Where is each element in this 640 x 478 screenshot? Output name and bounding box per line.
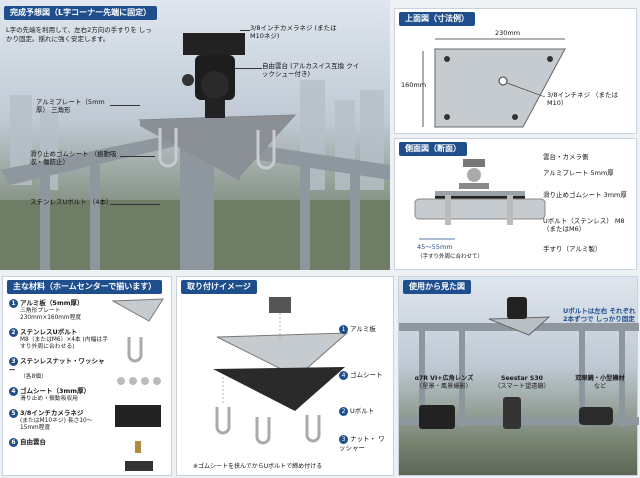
usage-examples: α7R VI+広角レンズ（星景・風景撮影）Seestar S30（スマート望遠鏡… <box>407 375 637 391</box>
material-name: アルミ板（5mm厚） <box>20 299 84 307</box>
material-number: 6 <box>9 438 18 447</box>
label-head: 自由雲台 (アルカスイス互換 クイックシュー付き) <box>262 62 360 78</box>
usage-note: Uボルトは左右 それぞれ2本ずつで しっかり固定 <box>563 307 636 323</box>
material-name: ステンレスナット・ワッシャー <box>9 357 105 374</box>
material-detail: M8（またはM6）×4本 (内幅は手すり外周に合わせる) <box>20 337 108 350</box>
side-label-rail: 手すり（アルミ製） <box>543 245 602 253</box>
side-label-ubolt: Uボルト（ステンレス） M8（またはM6） <box>543 217 625 233</box>
usage-example: Seestar S30（スマート望遠鏡） <box>485 375 559 391</box>
usage-example-name: α7R VI+広角レンズ <box>414 375 474 382</box>
materials-title: 主な材料（ホームセンターで揃います） <box>7 280 163 294</box>
material-detail: （各8個） <box>20 374 47 380</box>
material-number: 5 <box>9 409 18 418</box>
material-name: 自由雲台 <box>20 438 46 446</box>
usage-example-name: 双眼鏡・小型機材 <box>575 375 625 382</box>
leader-plate <box>110 105 140 106</box>
top-view-diagram <box>422 38 566 128</box>
usage-title: 使用から見た図 <box>403 280 471 294</box>
material-number: 3 <box>9 357 18 366</box>
usage-illustration <box>399 297 639 429</box>
material-name: ゴムシート（3mm厚） <box>20 387 91 395</box>
side-label-camera: 雲台・カメラ側 <box>543 153 589 161</box>
usage-example: 双眼鏡・小型機材など <box>563 375 637 391</box>
leader-bolt <box>110 204 160 205</box>
assembly-title: 取り付けイメージ <box>181 280 257 294</box>
assembly-diagram <box>213 297 349 445</box>
main-title: 完成予想図（L字コーナー先端に固定） <box>4 6 158 20</box>
usage-example-detail: など <box>593 383 607 390</box>
material-detail: 滑り止め・振動吸収用 <box>20 396 78 402</box>
label-rubber: 滑り止めゴムシート （振動吸収・傷防止） <box>30 150 117 166</box>
leader-screw <box>240 30 250 31</box>
side-view-title: 側面図（断面） <box>399 142 467 156</box>
city-background <box>0 33 390 270</box>
top-width-dim: 230mm <box>495 29 521 37</box>
material-detail: (またはM10ネジ) 長さ10～15mm程度 <box>20 418 93 431</box>
label-plate: アルミプレート（5mm厚） 三角形 <box>36 98 105 114</box>
material-number: 4 <box>9 387 18 396</box>
leader-head <box>235 68 262 69</box>
side-label-plate: アルミプレート 5mm厚 <box>543 169 614 177</box>
usage-panel: 使用から見た図 Uボルトは左右 それぞれ2本ずつで しっかり固定 α7R VI+… <box>398 276 639 476</box>
top-view-title: 上面図（寸法例） <box>399 12 475 26</box>
side-view-diagram <box>414 159 546 240</box>
material-name: 3/8インチカメラネジ <box>20 409 84 417</box>
side-label-rubber: 滑り止めゴムシート 3mm厚 <box>543 191 627 199</box>
label-bolt: ステンレスUボルト （4本） <box>30 198 113 206</box>
label-screw: 3/8インチカメラネジ (またはM10ネジ) <box>250 24 337 40</box>
material-number: 2 <box>9 328 18 337</box>
usage-example: α7R VI+広角レンズ（星景・風景撮影） <box>407 375 481 391</box>
side-view-panel: 側面図（断面） 雲台・カメラ側 アルミプレート 5mm厚 滑り止めゴムシート 3… <box>394 138 637 270</box>
materials-illustration <box>111 298 164 471</box>
material-name: ステンレスUボルト <box>20 328 78 336</box>
side-dim: 45～55mm <box>417 243 453 251</box>
material-detail: 三角形プレート 230mm×160mm程度 <box>20 308 82 321</box>
top-height-dim: 160mm <box>401 81 427 89</box>
leader-rubber <box>120 156 155 157</box>
main-description: L字の先端を利用して、左右2方向の手すりを しっかり固定。揺れに強く安定します。 <box>6 26 152 43</box>
assembly-note: ※ゴムシートを挟んでからUボルトで締め付ける <box>193 463 323 470</box>
top-view-panel: 上面図（寸法例） 230mm 160mm 3/8インチネジ （またはM10） <box>394 8 637 134</box>
usage-example-detail: （星景・風景撮影） <box>416 383 472 390</box>
top-hole-label: 3/8インチネジ （またはM10） <box>547 91 619 107</box>
usage-example-detail: （スマート望遠鏡） <box>494 383 550 390</box>
main-illustration-panel: 完成予想図（L字コーナー先端に固定） L字の先端を利用して、左右2方向の手すりを… <box>0 0 390 270</box>
material-number: 1 <box>9 299 18 308</box>
usage-example-name: Seestar S30 <box>501 375 543 382</box>
side-dim-note: （手すり外周に合わせて） <box>417 254 484 260</box>
